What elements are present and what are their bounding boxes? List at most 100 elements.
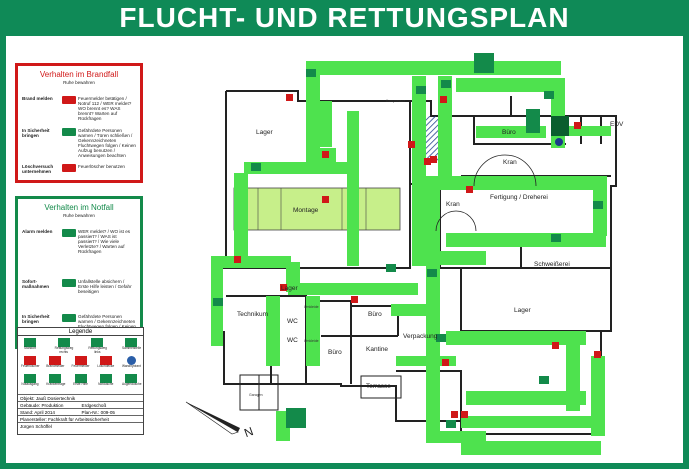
info-row: Objekt: Jauß Dosiertechnik [18,394,143,401]
step-text: Unfallstelle absichern / Erste Hilfe lei… [78,279,132,294]
eye-shower-icon [125,374,137,383]
legend-item: Standort [21,338,39,354]
step-label: Alarm melden [22,229,53,234]
legend-item: Augendusche [122,374,142,387]
fire-detector-icon [74,356,87,365]
room-terrasse: Terrasse [366,383,391,390]
room-montage: Montage [293,207,319,214]
room-wc-2: WC [287,337,298,344]
legend-item: Löschdecke [97,356,115,369]
extinguisher-icon [24,356,36,365]
terrasse-outline [360,375,402,399]
room-umkleide-2: Umkleide [304,339,319,343]
plan-sheet: Lager Montage Technikum Lager WC WC Umkl… [6,36,683,463]
shower-icon [99,374,112,383]
north-label: N [242,424,255,440]
legend-item: Wandhydrant [122,356,141,369]
step-label: In Sicherheit bringen [22,128,50,138]
room-buero-mid: Büro [368,311,382,318]
step-label: Brand melden [22,96,53,101]
first-aid-icon [74,374,87,383]
fire-alarm-icon [49,356,62,365]
exit-left-icon [91,338,104,347]
info-row: Planersteller: Fachkraft für Arbeitssich… [18,415,143,422]
info-row: Jürgen Schöffel [18,422,143,429]
inner-wall [473,116,566,145]
fire-blanket-icon [99,356,112,365]
extinguisher-icon [62,164,76,172]
brandfall-title: Verhalten im Brandfall [39,70,119,79]
legend-item: Sammelstelle [122,338,141,354]
brandfall-subtitle: Ruhe bewahren [63,80,95,85]
step-text: WER meldet? / WO ist es passiert? / WAS … [78,229,131,254]
room-verpackung: Verpackung [403,333,438,340]
room-wc-1: WC [287,318,298,325]
legend-panel: Legende Standort Rettungsweg rechts Rett… [17,327,144,435]
montage-area [233,187,401,231]
step-label: Sofort-maßnahmen [22,279,50,289]
step-label: Löschversuch unternehmen [22,164,54,174]
first-aid-icon [62,279,76,287]
room-edv: EDV [610,121,624,128]
brandfall-step: Löschversuch unternehmen Feuerlöscher be… [22,164,136,174]
legend-row: Notausgang Krankentrage Erste Hilfe Notd… [21,374,142,387]
legend-item: Feuermelder [72,356,90,369]
assembly-point-icon [124,338,137,347]
room-kran-1: Kran [503,159,517,166]
hydrant-icon [126,356,136,365]
floor-plan: Lager Montage Technikum Lager WC WC Umkl… [185,53,624,455]
legend-row: Standort Rettungsweg rechts Rettungsweg … [21,338,141,354]
legend-item: Rettungsweg rechts [55,338,73,354]
step-label: In Sicherheit bringen [22,314,50,324]
room-fertigung: Fertigung / Dreherei [490,194,548,201]
step-text: Feuerlöscher benutzen [78,164,125,169]
room-lager-small: Lager [281,285,298,292]
legend-row: Feuerlöscher Brandmelder Feuermelder Lös… [21,356,141,369]
room-schweisserei: Schweißerei [534,261,570,268]
step-text: Feuermelder betätigen / Notruf 112 / WER… [78,96,132,121]
notfall-title: Verhalten im Notfall [44,203,114,212]
room-kantine: Kantine [366,346,388,353]
stretcher-icon [49,374,62,383]
legend-item: Brandmelder [46,356,65,369]
exit-signs [213,53,603,428]
fire-equipment-icons [234,94,601,418]
room-umkleide-1: Umkleide [304,305,319,309]
brandfall-step: In Sicherheit bringen Gefährdete Persone… [22,128,136,158]
legend-item: Erste Hilfe [72,374,90,387]
phone-icon [62,229,76,237]
exit-icon [62,128,76,136]
location-marker [555,138,563,146]
room-buero-small: Büro [328,349,342,356]
room-kompressor: Kompressor [386,99,406,103]
escape-routes [211,61,611,455]
room-buero-top: Büro [502,129,516,136]
room-technikum: Technikum [237,311,268,318]
notfall-step: Alarm melden WER meldet? / WO ist es pas… [22,229,136,254]
exit-icon [62,314,76,322]
exit-right-icon [57,338,70,347]
emergency-exit-icon [24,374,36,383]
standort-icon [24,338,36,347]
crane-arc [473,154,537,187]
crane-arc [435,210,477,232]
page-title: FLUCHT- UND RETTUNGSPLAN [119,2,570,33]
notfall-subtitle: Ruhe bewahren [63,213,95,218]
room-lager-left: Lager [256,129,273,136]
step-text: Gefährdete Personen warnen / Türen schli… [78,128,136,158]
legend-item: Feuerlöscher [21,356,40,369]
legend-title: Legende [18,328,143,336]
legend-item: Krankentrage [46,374,65,387]
inner-wall [460,268,611,332]
fire-alarm-icon [62,96,76,104]
standort-block [551,116,569,136]
legend-item: Notdusche [97,374,115,387]
brandfall-panel: Verhalten im Brandfall Ruhe bewahren Bra… [15,63,143,183]
room-kran-2: Kran [446,201,460,208]
legend-item: Notausgang [21,374,39,387]
north-arrow: N [185,401,255,440]
room-lager-right: Lager [514,307,531,314]
